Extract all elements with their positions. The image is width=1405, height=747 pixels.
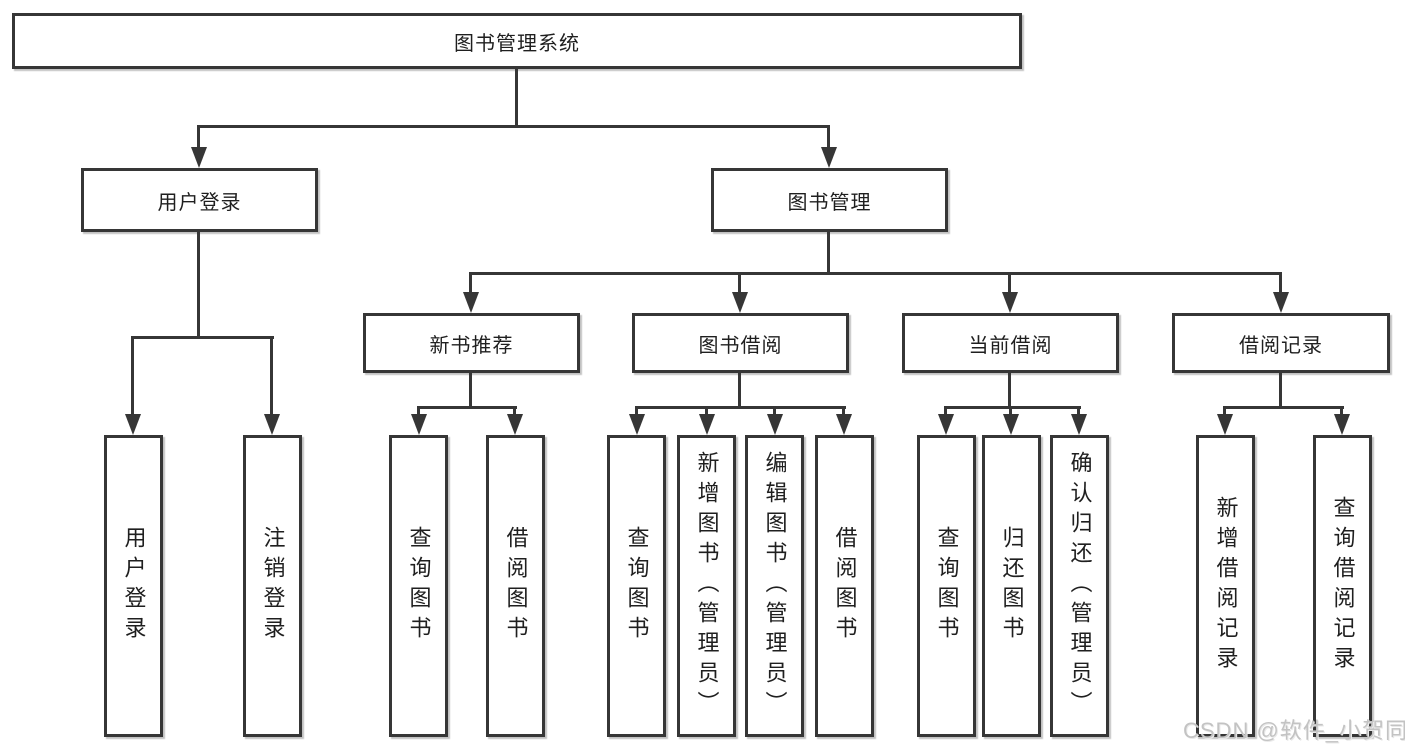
node-label: 借阅记录 bbox=[1239, 334, 1323, 357]
arrow-down-icon bbox=[938, 406, 954, 435]
connector-book-mgmt-stub bbox=[827, 232, 830, 272]
connector-current-stub bbox=[1008, 372, 1011, 406]
arrow-down-icon bbox=[463, 272, 479, 313]
connector-records-leaves-rail bbox=[1223, 406, 1344, 409]
arrow-down-icon bbox=[125, 336, 141, 435]
leaf-logout: 注销登录 bbox=[243, 435, 302, 737]
connector-current-leaves-rail bbox=[944, 406, 1081, 409]
node-borrowing-records: 借阅记录 bbox=[1172, 313, 1390, 373]
leaf-label: 用户登录 bbox=[121, 526, 147, 646]
arrow-down-icon bbox=[629, 406, 645, 435]
leaf-return-books: 归还图书 bbox=[982, 435, 1041, 737]
leaf-add-books-admin: 新增图书（管理员） bbox=[677, 435, 736, 737]
leaf-borrow-books: 借阅图书 bbox=[815, 435, 874, 737]
connector-level3-rail bbox=[469, 272, 1282, 275]
connector-records-stub bbox=[1279, 372, 1282, 406]
leaf-query-books-borrowing: 查询图书 bbox=[607, 435, 666, 737]
arrow-down-icon bbox=[1334, 406, 1350, 435]
arrow-down-icon bbox=[1217, 406, 1233, 435]
node-book-borrowing: 图书借阅 bbox=[632, 313, 849, 373]
connector-newbook-leaves-rail bbox=[417, 406, 517, 409]
leaf-user-login: 用户登录 bbox=[104, 435, 163, 737]
leaf-label: 查询图书 bbox=[934, 526, 960, 646]
arrow-down-icon bbox=[1003, 406, 1019, 435]
leaf-label: 查询图书 bbox=[624, 526, 650, 646]
node-label: 图书管理系统 bbox=[454, 32, 580, 55]
arrow-down-icon bbox=[732, 272, 748, 313]
arrow-down-icon bbox=[767, 406, 783, 435]
arrow-down-icon bbox=[821, 125, 837, 168]
arrow-down-icon bbox=[1002, 272, 1018, 313]
node-label: 用户登录 bbox=[157, 191, 242, 214]
leaf-label: 归还图书 bbox=[999, 526, 1025, 646]
leaf-label: 新增图书（管理员） bbox=[694, 451, 720, 721]
node-current-borrowing: 当前借阅 bbox=[902, 313, 1119, 373]
arrow-down-icon bbox=[836, 406, 852, 435]
leaf-label: 借阅图书 bbox=[503, 526, 529, 646]
leaf-label: 借阅图书 bbox=[832, 526, 858, 646]
connector-borrowing-leaves-rail bbox=[635, 406, 846, 409]
node-book-management: 图书管理 bbox=[711, 168, 948, 232]
node-new-book-recommendation: 新书推荐 bbox=[363, 313, 580, 373]
arrow-down-icon bbox=[264, 336, 280, 435]
arrow-down-icon bbox=[699, 406, 715, 435]
connector-level2-rail bbox=[197, 125, 830, 128]
leaf-borrow-books-recommend: 借阅图书 bbox=[486, 435, 545, 737]
leaf-label: 编辑图书（管理员） bbox=[762, 451, 788, 721]
node-label: 当前借阅 bbox=[968, 334, 1053, 357]
connector-borrowing-stub bbox=[738, 372, 741, 406]
leaf-label: 注销登录 bbox=[260, 526, 286, 646]
connector-user-login-stub bbox=[197, 232, 200, 336]
leaf-label: 查询借阅记录 bbox=[1330, 496, 1356, 676]
node-label: 图书借阅 bbox=[698, 334, 783, 357]
node-user-login: 用户登录 bbox=[81, 168, 318, 232]
leaf-edit-books-admin: 编辑图书（管理员） bbox=[745, 435, 804, 737]
leaf-label: 查询图书 bbox=[406, 526, 432, 646]
arrow-down-icon bbox=[411, 406, 427, 435]
arrow-down-icon bbox=[1071, 406, 1087, 435]
leaf-confirm-return-admin: 确认归还（管理员） bbox=[1050, 435, 1109, 737]
connector-newbook-stub bbox=[469, 372, 472, 406]
arrow-down-icon bbox=[1273, 272, 1289, 313]
leaf-add-borrow-record: 新增借阅记录 bbox=[1196, 435, 1255, 737]
node-label: 新书推荐 bbox=[429, 334, 514, 357]
leaf-label: 新增借阅记录 bbox=[1213, 496, 1239, 676]
leaf-label: 确认归还（管理员） bbox=[1067, 451, 1093, 721]
arrow-down-icon bbox=[191, 125, 207, 168]
csdn-watermark: CSDN @软件_小贺同学 bbox=[1183, 718, 1405, 743]
leaf-query-books-current: 查询图书 bbox=[917, 435, 976, 737]
connector-root-stub bbox=[515, 69, 518, 125]
node-label: 图书管理 bbox=[787, 191, 872, 214]
arrow-down-icon bbox=[507, 406, 523, 435]
leaf-query-books-recommend: 查询图书 bbox=[389, 435, 448, 737]
node-library-management-system: 图书管理系统 bbox=[12, 13, 1022, 69]
leaf-query-borrow-record: 查询借阅记录 bbox=[1313, 435, 1372, 737]
connector-user-leaves-rail bbox=[131, 336, 274, 339]
